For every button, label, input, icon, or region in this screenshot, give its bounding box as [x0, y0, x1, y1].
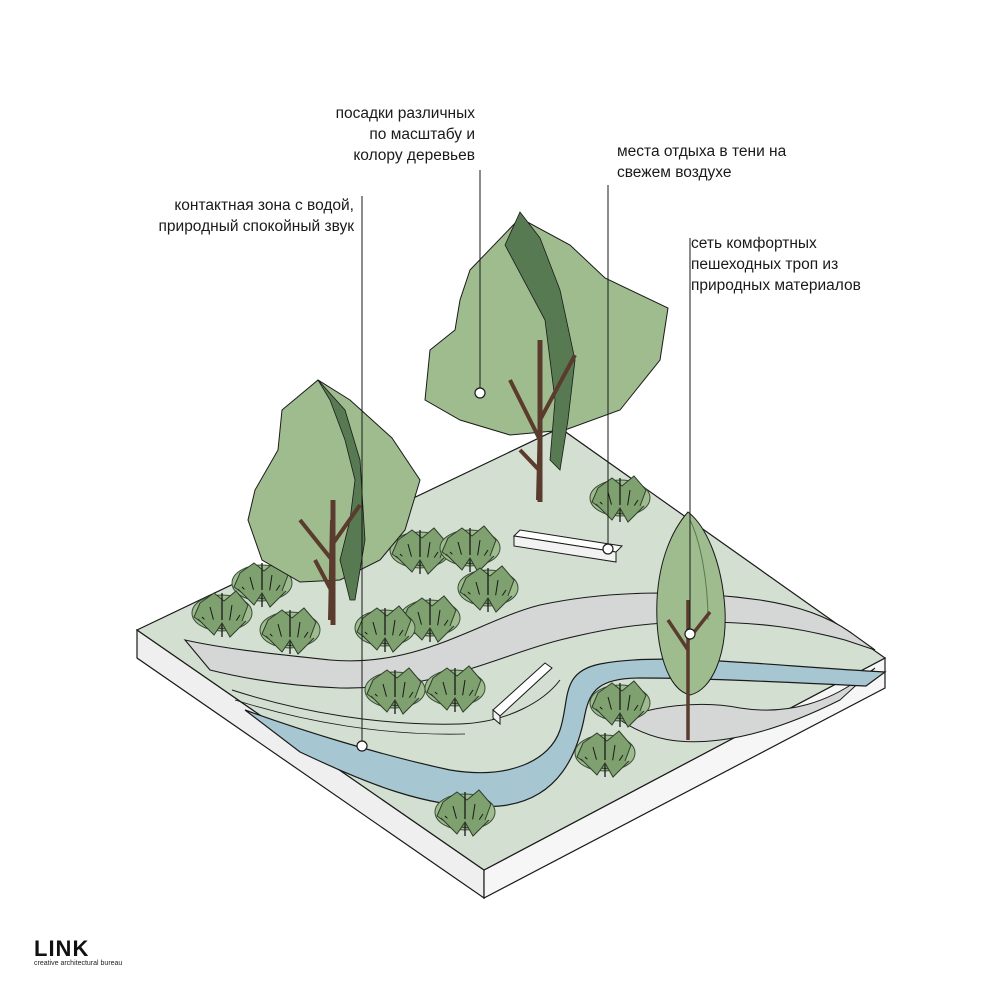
brand-logo: LINK creative architectural bureau — [34, 938, 124, 968]
callout-marker — [356, 740, 368, 752]
logo-mark: LINK — [34, 936, 90, 961]
callout-marker — [602, 543, 614, 555]
label-rest: места отдыха в тени на свежем воздухе — [617, 143, 787, 181]
bench-upper — [512, 529, 624, 563]
label-trees: посадки различных по масштабу и колору д… — [335, 105, 475, 164]
callout-rest — [602, 185, 614, 555]
callout-trees — [474, 170, 486, 399]
label-paths: сеть комфортных пешеходных троп из приро… — [691, 235, 861, 294]
callout-marker — [684, 628, 696, 640]
callout-water — [356, 196, 368, 752]
water-stream — [244, 658, 887, 808]
callout-paths — [684, 238, 696, 640]
tree-left — [247, 379, 421, 625]
tree-center — [424, 211, 669, 502]
logo-tagline: creative architectural bureau — [34, 960, 123, 967]
callout-marker — [474, 387, 486, 399]
label-water: контактная зона с водой, природный споко… — [158, 197, 354, 235]
bench-lower — [492, 662, 553, 726]
